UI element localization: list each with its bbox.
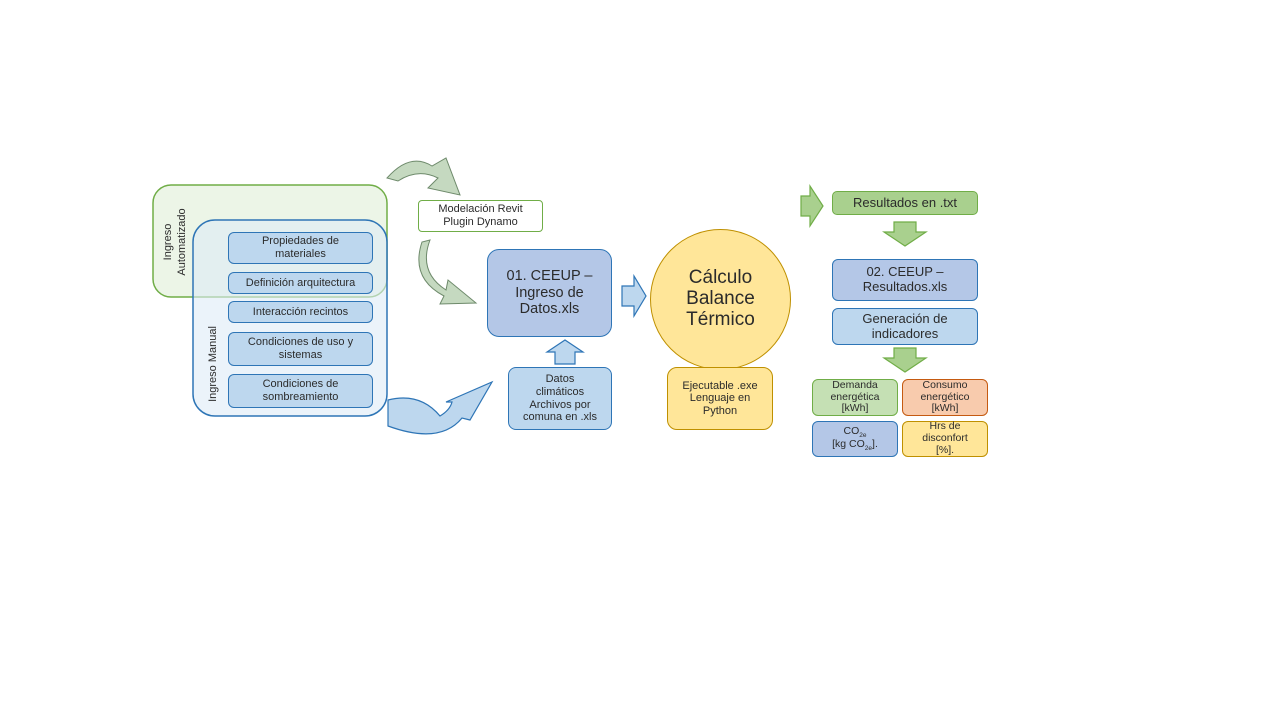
input-item-uso-sistemas: Condiciones de uso y sistemas bbox=[228, 332, 373, 366]
co2-unit-suffix: ]. bbox=[872, 438, 878, 450]
input-item-materiales: Propiedades de materiales bbox=[228, 232, 373, 264]
arrow-datos-to-ingreso bbox=[545, 339, 585, 365]
generacion-indicadores-box: Generación de indicadores bbox=[832, 308, 978, 345]
datos-climaticos-box: Datos climáticos Archivos por comuna en … bbox=[508, 367, 612, 430]
indicator-hrs-disconfort: Hrs de disconfort [%]. bbox=[902, 420, 988, 457]
indicator-co2-title: CO2e bbox=[843, 424, 867, 439]
arrow-indicadores-to-grid bbox=[882, 347, 928, 373]
manual-input-label: Ingreso Manual bbox=[207, 326, 219, 402]
co2-unit-prefix: [kg CO bbox=[832, 438, 865, 450]
input-item-arquitectura: Definición arquitectura bbox=[228, 272, 373, 294]
curved-arrow-manual-to-datos bbox=[387, 380, 494, 435]
indicator-demanda: Demanda energética [kWh] bbox=[812, 379, 898, 416]
auto-input-label: Ingreso Automatizado bbox=[162, 200, 190, 284]
auto-input-label-line2: Automatizado bbox=[175, 208, 188, 276]
co2-main: CO bbox=[843, 424, 860, 437]
arrow-to-resultados-txt bbox=[800, 183, 824, 229]
indicator-co2: CO2e [kg CO2e]. bbox=[812, 421, 898, 457]
revit-dynamo-box: Modelación Revit Plugin Dynamo bbox=[418, 200, 543, 232]
resultados-xls-box: 02. CEEUP – Resultados.xls bbox=[832, 259, 978, 301]
curved-arrow-to-revit bbox=[386, 157, 461, 196]
input-item-sombreamiento: Condiciones de sombreamiento bbox=[228, 374, 373, 408]
arrow-txt-to-xls bbox=[882, 221, 928, 247]
resultados-txt-box: Resultados en .txt bbox=[832, 191, 978, 215]
auto-input-label-line1: Ingreso bbox=[162, 223, 174, 261]
ejecutable-python-box: Ejecutable .exe Lenguaje en Python bbox=[667, 367, 773, 430]
indicator-co2-unit: [kg CO2e]. bbox=[832, 438, 878, 453]
indicator-consumo: Consumo energético [kWh] bbox=[902, 379, 988, 416]
co2-unit-sub: 2e bbox=[864, 445, 873, 453]
input-item-recintos: Interacción recintos bbox=[228, 301, 373, 323]
co2-sub: 2e bbox=[859, 431, 867, 439]
ingreso-datos-box: 01. CEEUP – Ingreso de Datos.xls bbox=[487, 249, 612, 337]
calculo-balance-circle: Cálculo Balance Térmico bbox=[650, 229, 791, 370]
curved-arrow-revit-to-ingreso bbox=[418, 239, 478, 305]
arrow-ingreso-to-calculo bbox=[621, 273, 647, 319]
